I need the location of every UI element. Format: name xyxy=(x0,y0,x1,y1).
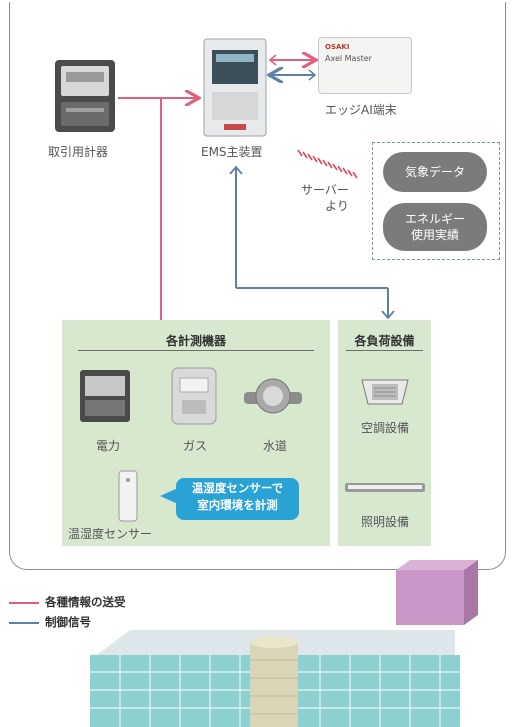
lighting-icon xyxy=(344,480,426,496)
trading-meter-label: 取引用計器 xyxy=(48,145,109,159)
gas-meter-icon xyxy=(170,366,218,426)
control-arrowhead-down xyxy=(381,310,395,320)
ac-label: 空調設備 xyxy=(361,421,410,435)
power-label: 電力 xyxy=(96,439,121,453)
weather-data-pill: 気象データ xyxy=(383,152,487,192)
control-line-edge-back xyxy=(308,69,317,81)
callout-pointer xyxy=(160,488,178,504)
sensor-callout: 温湿度センサーで 室内環境を計測 xyxy=(176,478,299,520)
measuring-title: 各計測機器 xyxy=(165,334,226,348)
ems-unit-icon xyxy=(202,38,268,138)
air-conditioner-icon xyxy=(358,372,412,410)
send-line-edge-back xyxy=(268,54,277,66)
signal-waves-icon xyxy=(297,149,358,179)
lighting-label: 照明設備 xyxy=(361,515,410,529)
trading-meter-icon xyxy=(52,58,118,134)
edge-ai-label: エッジAI端末 xyxy=(325,103,397,117)
legend-control-swatch xyxy=(9,622,39,624)
loads-title: 各負荷設備 xyxy=(354,334,415,348)
control-arrowhead-up xyxy=(229,165,243,175)
sensor-label: 温湿度センサー xyxy=(68,527,153,541)
edge-brand: OSAKI xyxy=(325,43,350,51)
edge-model: Axel Master xyxy=(325,54,372,63)
measuring-divider xyxy=(78,350,314,351)
edge-ai-device: OSAKI Axel Master xyxy=(318,37,412,94)
server-from-label: サーバー より xyxy=(301,183,349,213)
ems-label: EMS主装置 xyxy=(201,145,263,159)
building-illustration xyxy=(90,560,478,727)
energy-record-pill: エネルギー 使用実績 xyxy=(383,203,487,251)
sensor-icon xyxy=(118,470,138,522)
server-data-box: 気象データ エネルギー 使用実績 xyxy=(372,142,500,260)
gas-label: ガス xyxy=(183,439,208,453)
loads-divider xyxy=(346,350,423,351)
water-meter-icon xyxy=(242,375,304,420)
legend-send-label: 各種情報の送受 xyxy=(45,595,126,609)
water-label: 水道 xyxy=(263,439,288,453)
legend-control-label: 制御信号 xyxy=(45,615,91,629)
legend-send-swatch xyxy=(9,602,39,604)
power-meter-icon xyxy=(79,368,131,424)
load-equipment-panel xyxy=(338,320,431,546)
system-frame xyxy=(9,2,506,570)
